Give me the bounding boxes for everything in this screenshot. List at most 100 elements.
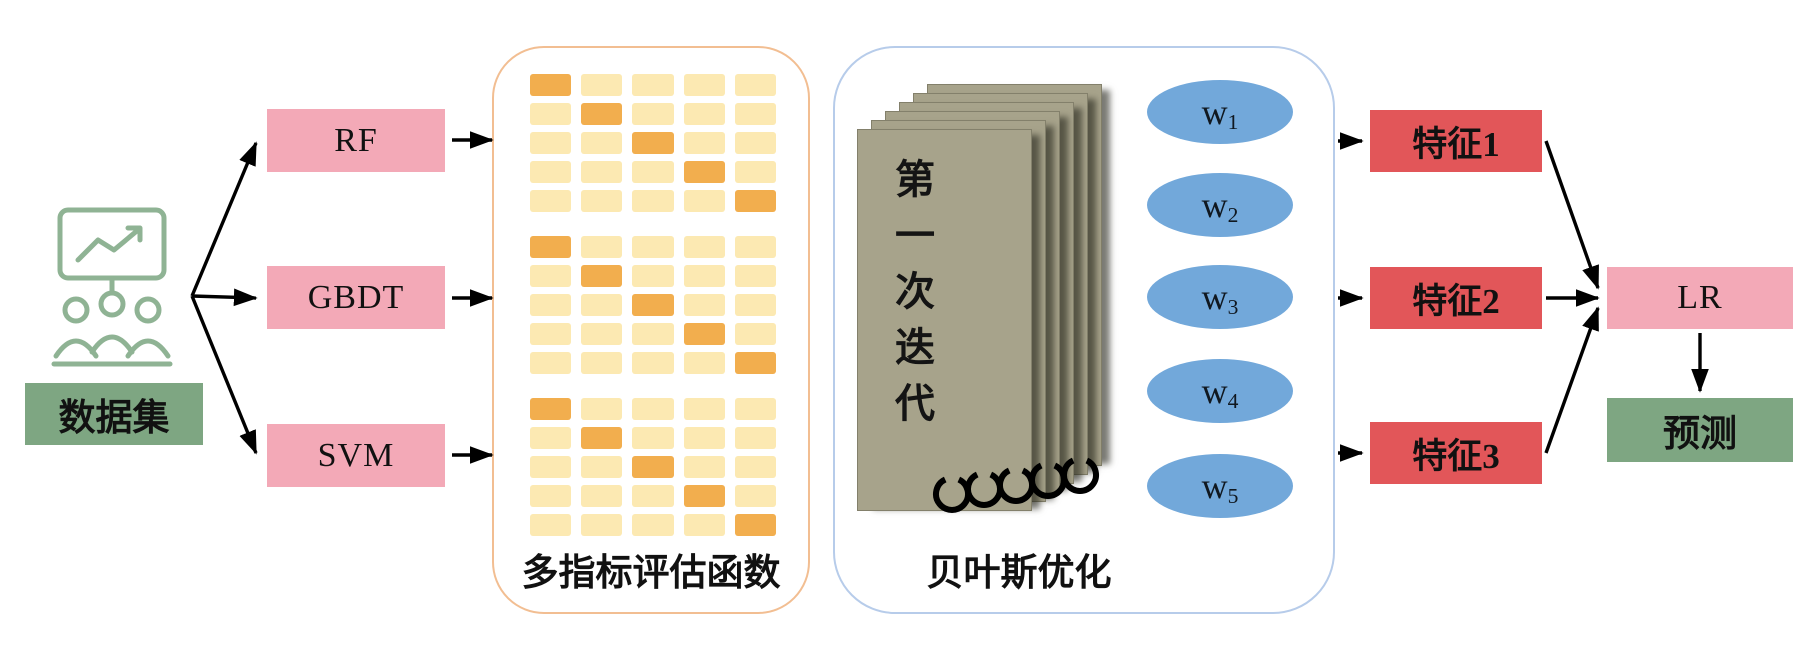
metric-cell (530, 514, 572, 536)
bayesian-container: 第一次迭代 贝叶斯优化 (833, 46, 1335, 614)
metric-cell (683, 398, 725, 420)
metric-cell (530, 103, 572, 125)
arrow-dataset-gbdt (191, 288, 258, 307)
feature-box-2: 特征2 (1370, 267, 1542, 329)
feature-2-label: 特征2 (1412, 281, 1500, 321)
metric-cell (734, 352, 776, 374)
metric-cell (734, 74, 776, 96)
metric-cell (581, 456, 623, 478)
iteration-page-text: 第一次迭代 (889, 158, 934, 438)
metric-cell (683, 265, 725, 287)
metric-cell (734, 294, 776, 316)
prediction-box: 预测 (1607, 398, 1793, 462)
metric-cell (734, 236, 776, 258)
dataset-label: 数据集 (58, 398, 170, 439)
feature-box-3: 特征3 (1370, 422, 1542, 484)
metric-cell (632, 236, 674, 258)
metric-cell (530, 398, 572, 420)
metric-cell (734, 132, 776, 154)
weight-base: w (1201, 371, 1228, 411)
metric-cell (632, 294, 674, 316)
metric-cell (581, 485, 623, 507)
metric-cell (683, 103, 725, 125)
metric-cell (581, 294, 623, 316)
metric-cell (530, 190, 572, 212)
metric-cell (632, 190, 674, 212)
metric-cell (581, 514, 623, 536)
metric-grid-rf (530, 74, 776, 212)
metric-cell (683, 236, 725, 258)
metric-cell (632, 456, 674, 478)
metric-cell (581, 427, 623, 449)
metric-cell (683, 132, 725, 154)
weight-sub: 1 (1227, 110, 1239, 135)
metric-cell (632, 132, 674, 154)
metric-cell (632, 485, 674, 507)
metric-cell (632, 352, 674, 374)
metric-cell (581, 161, 623, 183)
metric-cell (683, 161, 725, 183)
weight-base: w (1201, 466, 1228, 506)
metric-cell (683, 456, 725, 478)
weight-base: w (1201, 277, 1228, 317)
arrow-feature1-lr (1544, 140, 1600, 290)
metric-cell (530, 323, 572, 345)
metric-cell (632, 514, 674, 536)
weight-sub: 2 (1227, 203, 1239, 228)
metric-cell (683, 514, 725, 536)
metric-cell (581, 190, 623, 212)
weight-sub: 3 (1227, 295, 1239, 320)
weight-base: w (1201, 92, 1228, 132)
feature-1-label: 特征1 (1412, 124, 1500, 164)
dataset-icon (46, 206, 178, 370)
model-svm-label: SVM (317, 436, 395, 474)
feature-box-1: 特征1 (1370, 110, 1542, 172)
metric-cell (530, 132, 572, 154)
metric-cell (734, 161, 776, 183)
metric-cell (581, 132, 623, 154)
model-gbdt-label: GBDT (307, 278, 405, 316)
metric-cell (581, 74, 623, 96)
metric-grid-svm (530, 398, 776, 536)
prediction-label: 预测 (1663, 414, 1737, 455)
arrow-feature3-lr (1544, 306, 1600, 454)
metric-cell (632, 103, 674, 125)
metric-cell (683, 74, 725, 96)
evaluation-container: 多指标评估函数 (492, 46, 810, 614)
metric-cell (734, 514, 776, 536)
lr-box: LR (1607, 267, 1793, 329)
model-rf-label: RF (334, 121, 378, 159)
metric-cell (632, 398, 674, 420)
metric-cell (683, 352, 725, 374)
model-box-svm: SVM (267, 424, 445, 487)
metric-cell (530, 74, 572, 96)
metric-cell (581, 398, 623, 420)
metric-cell (734, 265, 776, 287)
metric-cell (632, 161, 674, 183)
metric-cell (530, 161, 572, 183)
metric-cell (530, 456, 572, 478)
metric-cell (530, 294, 572, 316)
metric-cell (581, 103, 623, 125)
feature-3-label: 特征3 (1412, 436, 1500, 476)
weight-base: w (1201, 185, 1228, 225)
model-box-rf: RF (267, 109, 445, 172)
metric-cell (683, 323, 725, 345)
metric-cell (530, 352, 572, 374)
metric-cell (683, 485, 725, 507)
metric-cell (581, 236, 623, 258)
metric-cell (734, 190, 776, 212)
model-box-gbdt: GBDT (267, 266, 445, 329)
metric-cell (734, 456, 776, 478)
metric-grid-gbdt (530, 236, 776, 374)
metric-cell (581, 352, 623, 374)
metric-cell (530, 427, 572, 449)
metric-cell (530, 265, 572, 287)
metric-cell (632, 323, 674, 345)
